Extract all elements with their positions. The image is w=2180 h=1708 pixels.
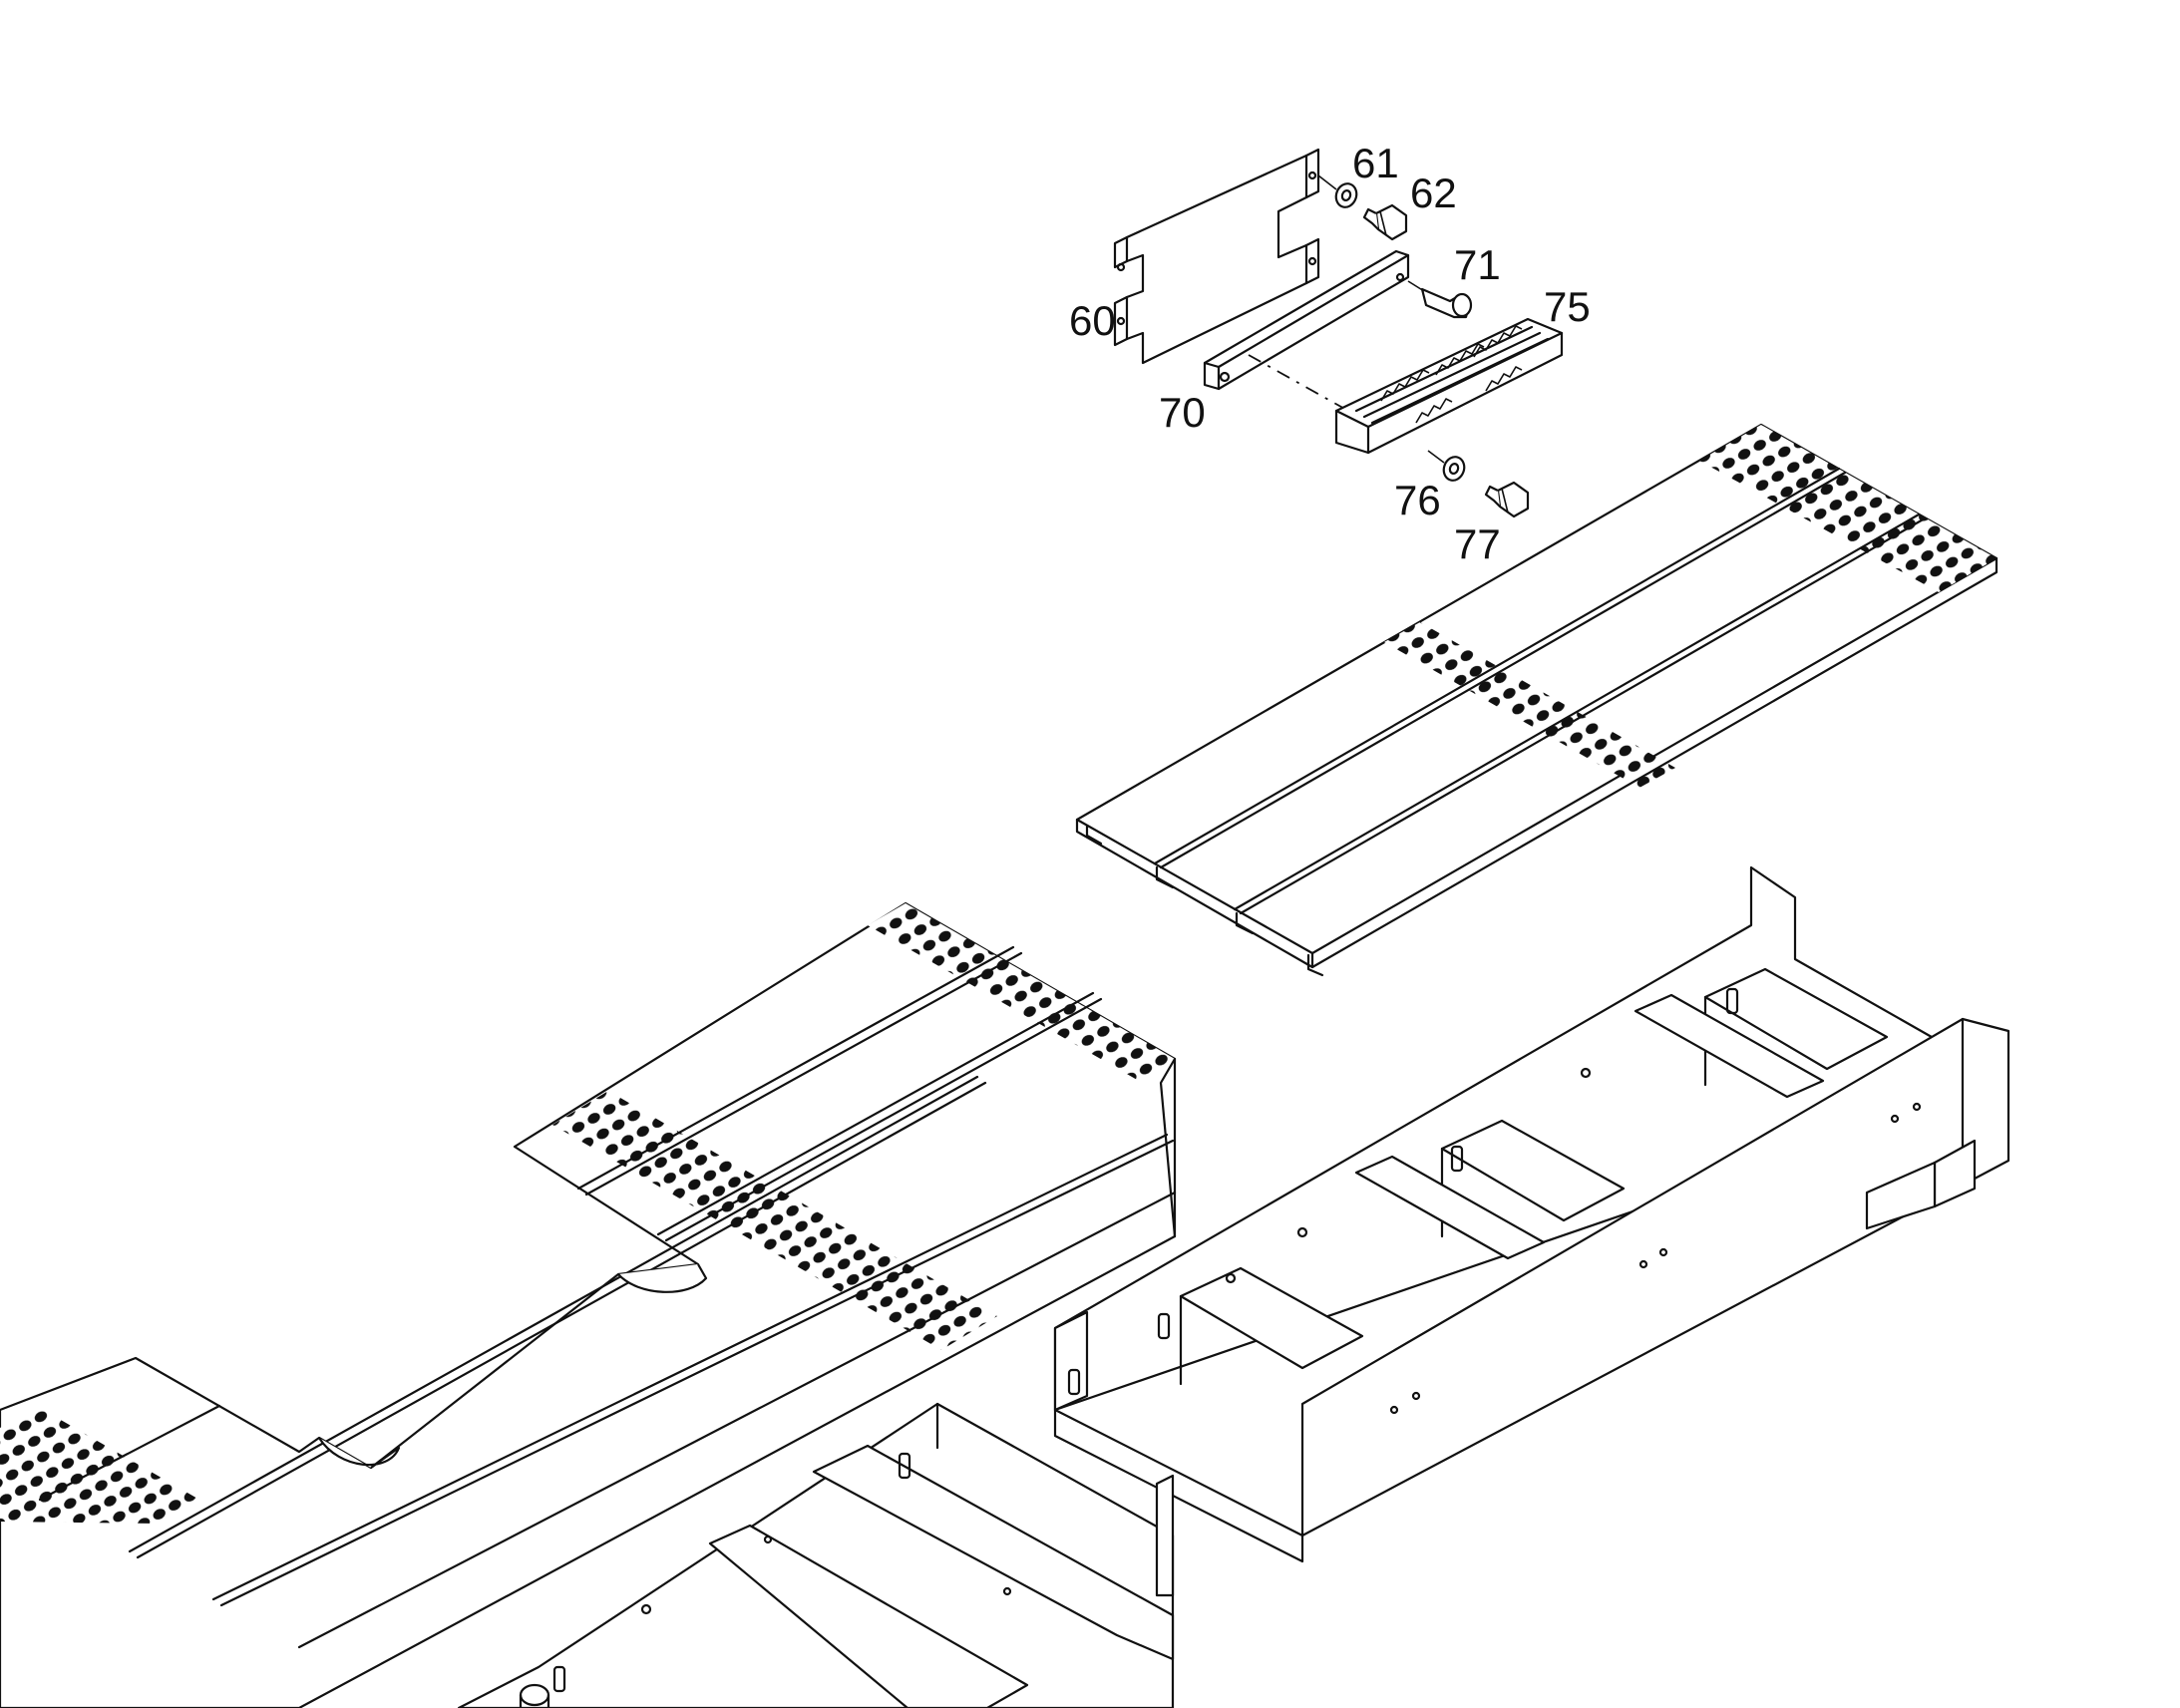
washer-61	[1317, 174, 1358, 208]
callout-77: 77	[1454, 520, 1501, 567]
callout-61: 61	[1352, 140, 1399, 186]
lower-floor-panel	[0, 901, 1177, 1708]
connector-block	[1334, 317, 1564, 455]
right-frame-assembly	[1053, 865, 2010, 1563]
callout-62: 62	[1410, 170, 1457, 216]
mounting-bracket	[1113, 148, 1320, 365]
callout-75: 75	[1544, 283, 1591, 330]
washer-76	[1427, 450, 1466, 482]
bolt-62	[1362, 203, 1408, 241]
assembly-axis-line	[1248, 354, 1349, 412]
screw-71	[1407, 280, 1473, 319]
callout-70: 70	[1159, 389, 1206, 436]
upper-floor-panel	[1075, 423, 1998, 977]
callout-76: 76	[1394, 477, 1441, 523]
bolt-77	[1484, 481, 1530, 518]
callout-60: 60	[1069, 297, 1116, 344]
callout-71: 71	[1454, 241, 1501, 288]
lower-frame-assembly	[457, 1402, 1175, 1708]
support-bar	[1203, 249, 1410, 391]
